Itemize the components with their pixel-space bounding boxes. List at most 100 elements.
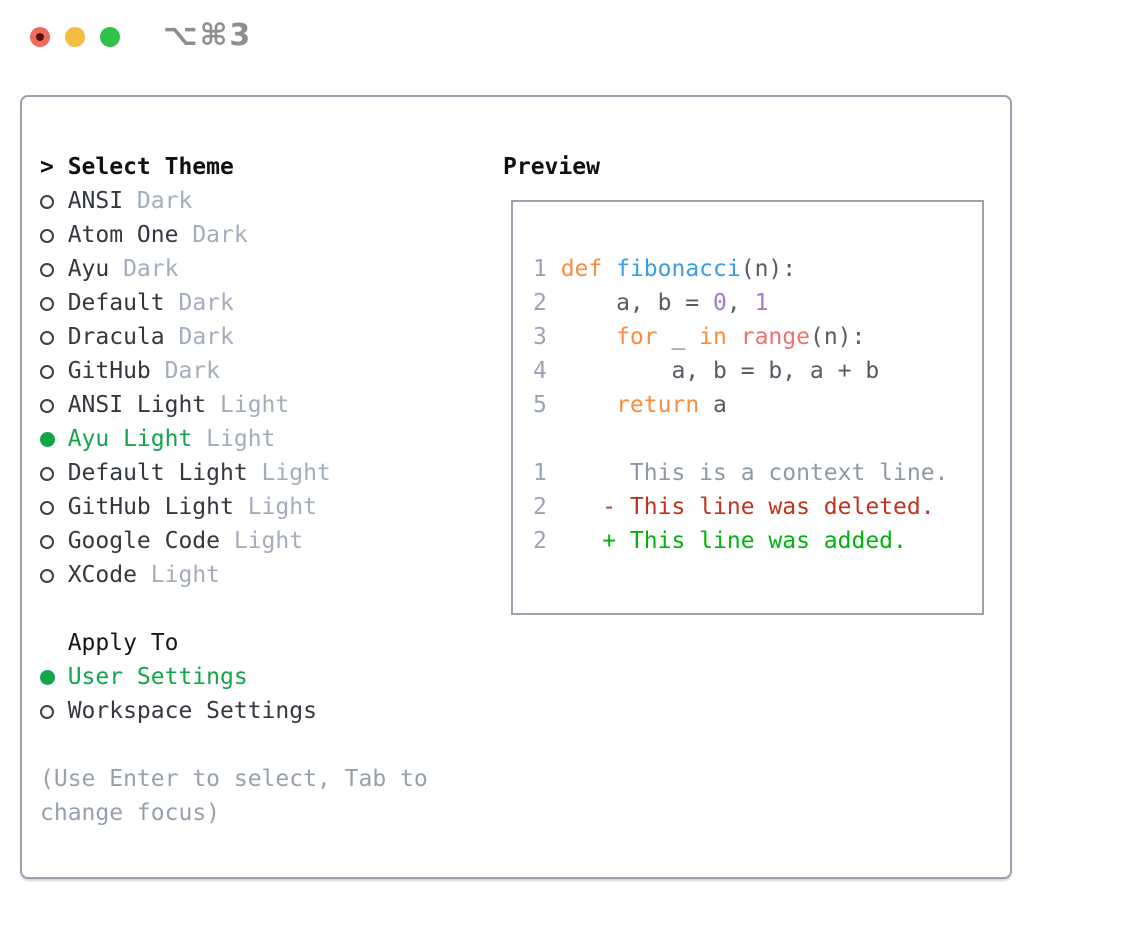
theme-option[interactable]: Google Code Light	[40, 524, 503, 558]
line-number: 2	[533, 494, 547, 520]
theme-variant: Light	[233, 528, 304, 554]
code-token: range	[740, 324, 810, 350]
code-token	[561, 324, 616, 350]
apply-to-header: Apply To	[67, 630, 179, 656]
theme-name: ANSI Light	[67, 392, 207, 418]
theme-option[interactable]: Atom One Dark	[40, 218, 503, 252]
help-line: change focus)	[40, 800, 221, 826]
apply-to-option[interactable]: Workspace Settings	[40, 694, 503, 728]
code-token: (n):	[740, 256, 797, 282]
theme-variant: Dark	[123, 256, 179, 282]
diff-line: 1 This is a context line.	[533, 456, 982, 490]
theme-variant: Dark	[136, 188, 193, 214]
diff-text: This line was deleted.	[629, 494, 935, 520]
code-token: a, b =	[560, 290, 714, 316]
diff-line: 2 -This line was deleted.	[533, 490, 982, 524]
code-token: in	[699, 324, 727, 350]
theme-name: Google Code	[67, 528, 221, 554]
diff-marker: -	[602, 494, 617, 520]
radio-icon	[40, 524, 68, 558]
theme-variant: Dark	[164, 358, 221, 384]
spacer	[40, 728, 503, 762]
diff-preview: 1 This is a context line. 2 -This line was…	[533, 456, 982, 558]
select-theme-title: Select Theme	[67, 154, 234, 180]
theme-variant: Light	[220, 392, 290, 418]
theme-name: Atom One	[67, 222, 179, 248]
code-token: 1	[754, 290, 769, 316]
code-line: 3 for _ in range(n):	[533, 320, 982, 354]
minimize-button[interactable]	[65, 27, 85, 47]
code-line: 5 return a	[533, 388, 982, 422]
diff-line: 2+This line was added.	[533, 524, 982, 558]
radio-icon	[40, 490, 68, 524]
line-number: 1	[533, 256, 547, 282]
code-line: 4 a, b = b, a + b	[533, 354, 982, 388]
unsaved-dot-icon	[36, 33, 44, 41]
radio-selected-icon	[40, 422, 68, 456]
theme-option[interactable]: Ayu Dark	[40, 252, 503, 286]
radio-icon	[40, 320, 68, 354]
diff-marker	[602, 456, 630, 490]
theme-name: GitHub	[67, 358, 151, 384]
apply-to-label: Workspace Settings	[67, 698, 317, 724]
theme-option[interactable]: GitHub Dark	[40, 354, 503, 388]
code-token: ,	[726, 290, 755, 316]
help-text: (Use Enter to select, Tab to change focus…	[40, 762, 503, 830]
theme-variant: Dark	[178, 324, 234, 350]
theme-name: Ayu Light	[67, 426, 193, 452]
diff-text: This is a context line.	[629, 460, 949, 486]
theme-option[interactable]: ANSI Light Light	[40, 388, 503, 422]
preview-header-row: Preview	[503, 150, 1010, 184]
radio-icon	[40, 286, 68, 320]
radio-selected-icon	[40, 660, 68, 694]
theme-name: XCode	[67, 562, 137, 588]
prompt-caret-icon: >	[40, 154, 54, 180]
close-button[interactable]	[30, 27, 50, 47]
radio-icon	[40, 388, 68, 422]
theme-name: Ayu	[67, 256, 110, 282]
apply-to-label: User Settings	[67, 664, 248, 690]
apply-to-option[interactable]: User Settings	[40, 660, 503, 694]
theme-variant: Dark	[192, 222, 248, 248]
line-number: 4	[533, 358, 547, 384]
line-number: 1	[533, 460, 547, 486]
zoom-button[interactable]	[100, 27, 120, 47]
code-line: 2 a, b = 0, 1	[533, 286, 982, 320]
spacer	[533, 422, 982, 456]
theme-variant: Light	[261, 460, 331, 486]
theme-name: Default	[67, 290, 165, 316]
code-token: def	[560, 256, 603, 282]
code-token: 0	[713, 290, 727, 316]
line-number: 5	[533, 392, 547, 418]
theme-name: Default Light	[67, 460, 248, 486]
help-line: (Use Enter to select, Tab to	[40, 766, 428, 792]
radio-icon	[40, 456, 68, 490]
code-token: _	[657, 324, 700, 350]
line-number: 2	[533, 290, 547, 316]
code-token	[727, 324, 741, 350]
preview-title: Preview	[503, 154, 600, 180]
radio-icon	[40, 218, 68, 252]
code-token: for	[616, 324, 658, 350]
radio-icon	[40, 354, 68, 388]
code-token: a	[699, 392, 727, 418]
theme-option[interactable]: ANSI Dark	[40, 184, 503, 218]
theme-name: ANSI	[67, 188, 124, 214]
line-number: 2	[533, 528, 547, 554]
window-title: ⌥⌘3	[163, 18, 253, 53]
theme-option[interactable]: Default Light Light	[40, 456, 503, 490]
radio-icon	[40, 252, 68, 286]
